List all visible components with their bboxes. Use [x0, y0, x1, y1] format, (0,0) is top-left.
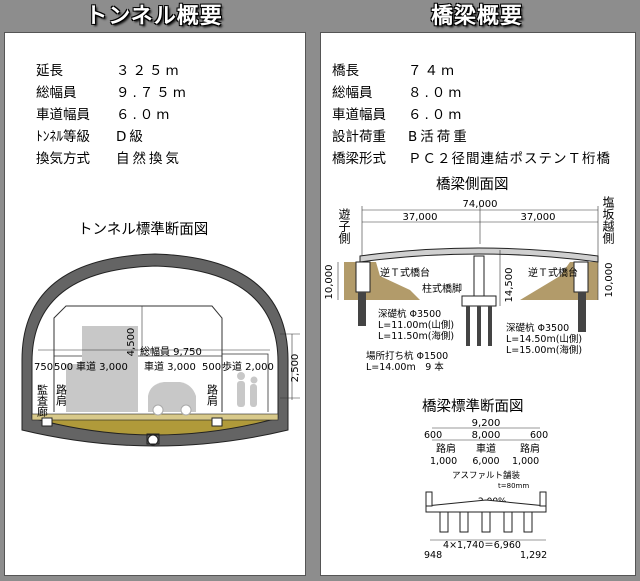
- bridge-section-title: 橋梁標準断面図: [422, 399, 524, 415]
- label-pile-right: 深礎杭 Φ3500: [506, 322, 569, 334]
- spec-value: B活荷重: [408, 129, 470, 145]
- spec-row: 橋長 ７４m: [332, 60, 632, 82]
- cast-piles: [466, 306, 492, 346]
- deep-pile-left: [358, 292, 366, 326]
- tunnel-section-title: トンネル標準断面図: [78, 222, 209, 238]
- tunnel-overview-header: トンネル概要: [85, 4, 223, 29]
- label-shoulder-a: 路肩: [436, 442, 456, 455]
- dim-6000: 6,000: [472, 456, 499, 467]
- spec-label: 橋長: [332, 63, 359, 79]
- label-shoulder-b: 路肩: [520, 442, 540, 455]
- dim-total-74000: 74,000: [463, 199, 498, 210]
- bridge-spec-list: 橋長 ７４m 総幅員 ８.０m 車道幅員 ６.０m 設計荷重 B活荷重 橋梁形式 ＰＣ２径…: [332, 60, 632, 170]
- place-left: 遊子側: [337, 207, 351, 244]
- deep-pile-right: [578, 292, 586, 332]
- spec-label: 橋梁形式: [332, 151, 386, 167]
- dim-1000a: 1,000: [430, 456, 457, 467]
- label-cast-pile: 場所打ち杭 Φ1500: [366, 350, 448, 362]
- spec-label: 車道幅員: [36, 107, 90, 123]
- spec-row: 車道幅員 ６.０m: [332, 104, 632, 126]
- spec-value: ６.０m: [116, 107, 173, 123]
- label-road: 車道: [476, 442, 496, 455]
- pedestrian-icons: [237, 372, 258, 407]
- spec-label: 総幅員: [332, 85, 373, 101]
- dim-sidewalk: 歩道 2,000: [222, 360, 274, 373]
- dim-9200: 9,200: [472, 418, 501, 429]
- dim-948: 948: [424, 550, 442, 561]
- label-pile-left-l1: L=11.00m(山側): [378, 319, 454, 331]
- spec-value: ＰＣ２径間連結ポステンＴ桁橋: [408, 151, 611, 167]
- spec-row: 総幅員 ８.０m: [332, 82, 632, 104]
- spec-value: ８.０m: [408, 85, 465, 101]
- label-shoulder: 路肩: [55, 384, 68, 407]
- dim-girder-spacing: 4×1,740＝6,960: [443, 540, 521, 551]
- dim-span1: 37,000: [403, 212, 438, 223]
- dim-750: 750: [34, 362, 53, 373]
- dim-lane1: 車道 3,000: [76, 360, 128, 373]
- dim-600b: 600: [530, 430, 548, 441]
- spec-label: 車道幅員: [332, 107, 386, 123]
- dim-600a: 600: [424, 430, 442, 441]
- tunnel-spec-list: 延長 ３２５m 総幅員 ９.７５m 車道幅員 ６.０m ﾄﾝﾈﾙ等級 D級 換気方式 自然…: [36, 60, 296, 170]
- label-shoulder2: 路肩: [206, 384, 219, 407]
- spec-row: 延長 ３２５m: [36, 60, 296, 82]
- spec-value: ６.０m: [408, 107, 465, 123]
- spec-label: 延長: [36, 63, 63, 79]
- t-girders: [439, 511, 533, 533]
- car-shape: [148, 382, 196, 412]
- dim-lane2: 車道 3,000: [144, 360, 196, 373]
- spec-row: 換気方式 自然換気: [36, 148, 296, 170]
- dim-500a: 500: [54, 362, 73, 373]
- spec-label: 換気方式: [36, 151, 90, 167]
- bridge-slab: [425, 499, 547, 513]
- dim-1000b: 1,000: [512, 456, 539, 467]
- dim-h-left: 10,000: [324, 265, 335, 300]
- clearance-envelope: [53, 305, 223, 412]
- bridge-side-title: 橋梁側面図: [436, 177, 509, 193]
- spec-row: 車道幅員 ６.０m: [36, 104, 296, 126]
- label-cast-pile-l: L=14.00m 9 本: [366, 361, 444, 373]
- dim-500b: 500: [202, 362, 221, 373]
- label-abutment-right: 逆Ｔ式橋台: [528, 266, 578, 279]
- spec-row: ﾄﾝﾈﾙ等級 D級: [36, 126, 296, 148]
- dim-2500: 2,500: [290, 354, 301, 383]
- spec-row: 橋梁形式 ＰＣ２径間連結ポステンＴ桁橋: [332, 148, 632, 170]
- spec-value: ７４m: [408, 63, 458, 79]
- label-pavement: アスファルト舗装: [452, 470, 521, 481]
- spec-row: 設計荷重 B活荷重: [332, 126, 632, 148]
- place-right: 塩坂越側: [601, 195, 615, 244]
- dim-4500: 4,500: [126, 328, 137, 357]
- dim-h-right: 10,000: [604, 263, 615, 298]
- spec-value: ９.７５m: [116, 85, 189, 101]
- spec-row: 総幅員 ９.７５m: [36, 82, 296, 104]
- bridge-overview-header: 橋梁概要: [430, 4, 523, 29]
- label-pier: 柱式橋脚: [422, 282, 462, 295]
- label-abutment-left: 逆Ｔ式橋台: [380, 266, 430, 279]
- label-maintenance: 監査廊: [36, 383, 49, 418]
- label-pile-right-l2: L=15.00m(海側): [506, 344, 582, 356]
- label-pavement-t: t=80mm: [498, 482, 529, 490]
- dim-1292: 1,292: [520, 550, 547, 561]
- dim-h-mid: 14,500: [504, 268, 515, 303]
- spec-label: ﾄﾝﾈﾙ等級: [36, 129, 90, 145]
- spec-value: ３２５m: [116, 63, 182, 79]
- truck-shape: [82, 326, 138, 412]
- spec-value: 自然換気: [116, 151, 182, 167]
- dim-8000: 8,000: [472, 430, 501, 441]
- spec-value: D級: [116, 129, 146, 145]
- dim-span2: 37,000: [521, 212, 556, 223]
- dim-total-width: 総幅員 9,750: [140, 345, 202, 358]
- label-pile-left: 深礎杭 Φ3500: [378, 308, 441, 320]
- label-pile-left-l2: L=11.50m(海側): [378, 330, 454, 342]
- spec-label: 総幅員: [36, 85, 77, 101]
- label-pile-right-l1: L=14.50m(山側): [506, 333, 582, 345]
- spec-label: 設計荷重: [332, 129, 386, 145]
